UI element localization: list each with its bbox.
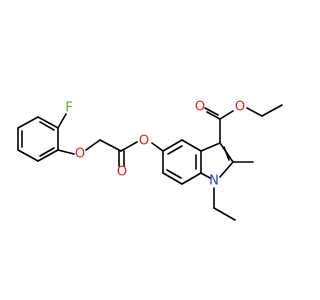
bond <box>219 110 234 120</box>
nitrogen-atom-label: N <box>209 174 219 189</box>
bond <box>37 116 59 129</box>
bond <box>17 149 39 162</box>
bond <box>99 139 122 152</box>
bond <box>57 113 67 129</box>
bond <box>162 172 183 185</box>
bond <box>246 107 263 117</box>
bond <box>181 139 202 152</box>
bond-skeleton <box>17 104 283 221</box>
bond <box>85 139 101 151</box>
oxygen-atom-label-ether: O <box>75 147 85 162</box>
bond-double <box>223 146 230 161</box>
bond <box>151 142 164 152</box>
bond <box>200 172 211 179</box>
atom-labels: F O O O O O N <box>65 100 245 189</box>
oxygen-atom-label-ethoxy: O <box>235 100 245 115</box>
oxygen-atom-label-ester-link: O <box>139 134 149 149</box>
bond-double <box>167 145 183 155</box>
bond <box>200 142 221 152</box>
bond-double <box>39 121 55 131</box>
bond <box>120 141 138 152</box>
molecule-structure: F O O O O O N <box>17 100 283 221</box>
bond <box>17 116 39 129</box>
bond <box>162 139 183 152</box>
bond <box>37 149 59 162</box>
bond-double <box>204 107 219 116</box>
oxygen-atom-label-carbonyl-ester: O <box>195 100 205 115</box>
oxygen-atom-label-carbonyl-acetyl: O <box>117 165 127 180</box>
fluorine-atom-label: F <box>65 101 72 116</box>
bond <box>219 161 234 178</box>
bond-double <box>39 147 55 157</box>
bond <box>213 207 236 221</box>
bond <box>261 104 283 117</box>
bond-double <box>166 169 182 179</box>
molecule-canvas: F O O O O O N <box>17 99 283 221</box>
bond-double <box>206 111 221 120</box>
bond <box>57 149 75 155</box>
bond <box>181 172 202 185</box>
